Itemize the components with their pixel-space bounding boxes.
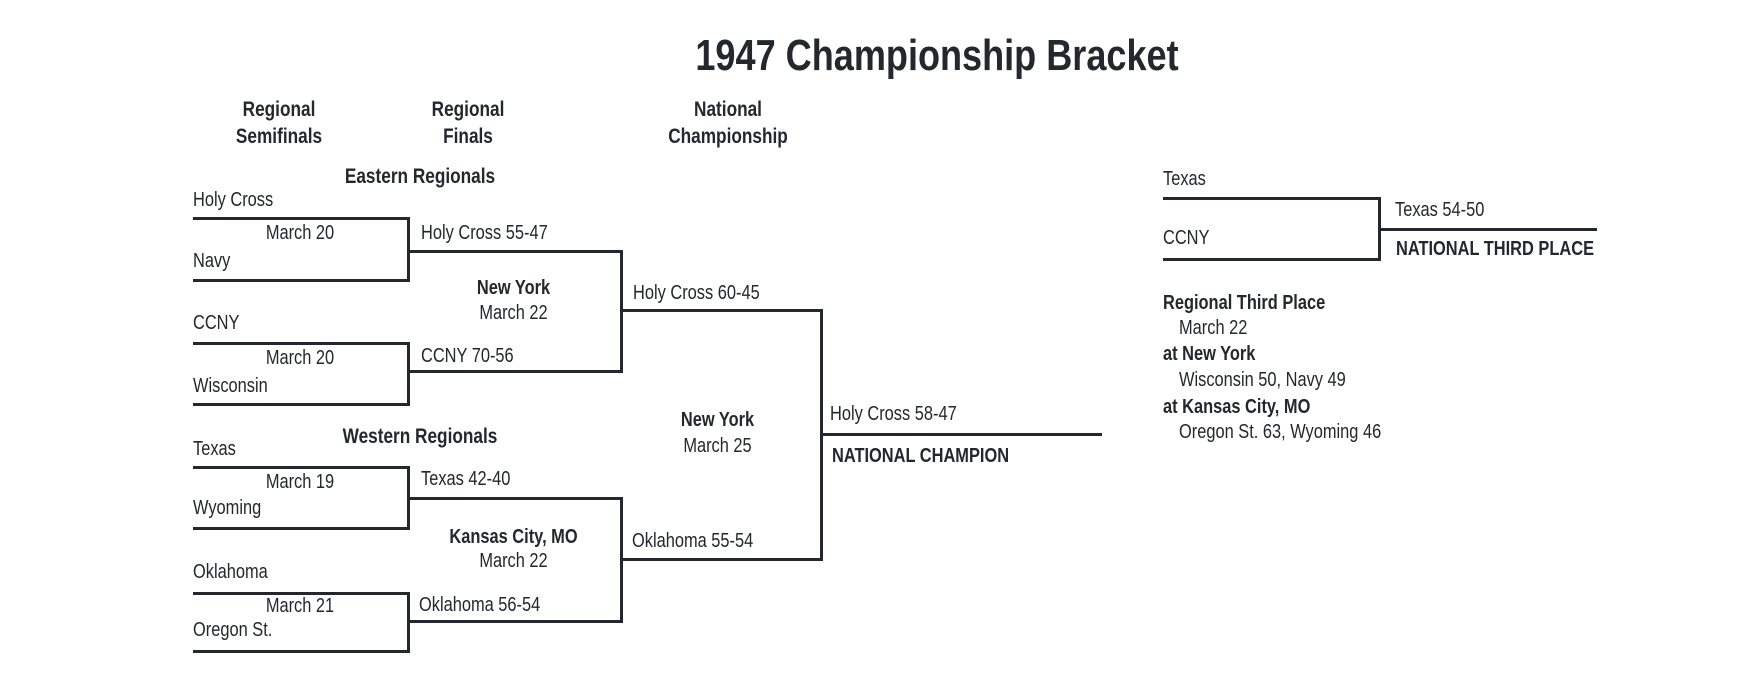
team-label-oklahoma: Oklahoma — [193, 561, 268, 583]
regional-third-place-site-kansas-city: at Kansas City, MO — [1163, 396, 1311, 418]
regional-third-place-site-new-york: at New York — [1163, 343, 1256, 365]
bracket-line — [407, 217, 410, 282]
bracket-line — [193, 466, 410, 469]
bracket-line — [1163, 197, 1381, 200]
bracket-line — [1378, 228, 1597, 231]
team-label-navy: Navy — [193, 250, 231, 272]
site-label-kansas-city: Kansas City, MO — [449, 526, 578, 548]
bracket-line — [620, 558, 823, 561]
bracket-line — [407, 497, 623, 500]
team-label-ccny-third: CCNY — [1163, 227, 1210, 249]
winner-label: Texas 42-40 — [421, 468, 511, 490]
column-header-regional-semifinals: Regional Semifinals — [197, 96, 361, 150]
column-header-national-championship: National Championship — [646, 96, 810, 150]
game-date: March 25 — [683, 435, 752, 457]
team-label-holy-cross: Holy Cross — [193, 189, 274, 211]
bracket-line — [193, 217, 410, 220]
national-champion-label: NATIONAL CHAMPION — [832, 445, 1010, 467]
bracket-line — [407, 342, 410, 406]
bracket-line — [193, 592, 410, 595]
regional-third-place-result-west: Oregon St. 63, Wyoming 46 — [1179, 421, 1382, 443]
bracket-line — [407, 620, 623, 623]
bracket-line — [407, 250, 623, 253]
regional-third-place-date: March 22 — [1179, 317, 1248, 339]
team-label-ccny: CCNY — [193, 312, 240, 334]
column-header-line: Semifinals — [235, 125, 323, 148]
column-header-line: Regional — [242, 98, 316, 121]
bracket-line — [193, 527, 410, 530]
column-header-line: Finals — [443, 125, 493, 148]
bracket-line — [820, 433, 1102, 436]
regional-third-place-header: Regional Third Place — [1163, 292, 1326, 314]
regional-third-place-result-east: Wisconsin 50, Navy 49 — [1179, 369, 1346, 391]
site-label-championship: New York — [680, 409, 755, 431]
column-header-line: National — [694, 98, 762, 121]
page-title: 1947 Championship Bracket — [695, 31, 1179, 80]
champion-score: Holy Cross 58-47 — [830, 403, 957, 425]
national-third-place-label: NATIONAL THIRD PLACE — [1396, 238, 1595, 260]
team-label-wyoming: Wyoming — [193, 497, 262, 519]
team-label-wisconsin: Wisconsin — [193, 375, 268, 397]
game-date: March 20 — [265, 222, 335, 244]
team-label-texas: Texas — [193, 438, 236, 460]
bracket-line — [407, 370, 623, 373]
winner-label: Oklahoma 56-54 — [419, 594, 541, 616]
winner-label: CCNY 70-56 — [421, 345, 514, 367]
column-header-line: Championship — [668, 125, 788, 148]
winner-label: Oklahoma 55-54 — [632, 530, 754, 552]
bracket-line — [193, 342, 410, 345]
bracket-line — [193, 650, 410, 653]
eastern-regionals-header: Eastern Regionals — [344, 165, 496, 188]
winner-label: Holy Cross 55-47 — [421, 222, 548, 244]
column-header-regional-finals: Regional Finals — [386, 96, 550, 150]
game-date: March 21 — [265, 595, 335, 617]
western-regionals-header: Western Regionals — [342, 425, 498, 448]
bracket-line — [193, 403, 410, 406]
team-label-texas-third: Texas — [1163, 168, 1206, 190]
game-date: March 22 — [479, 302, 548, 324]
game-date: March 19 — [265, 471, 335, 493]
winner-label: Holy Cross 60-45 — [633, 282, 760, 304]
column-header-line: Regional — [431, 98, 505, 121]
third-place-score: Texas 54-50 — [1395, 199, 1485, 221]
game-date: March 20 — [265, 347, 335, 369]
team-label-oregon-st: Oregon St. — [193, 619, 273, 641]
bracket-line — [193, 279, 410, 282]
site-label-new-york: New York — [476, 277, 551, 299]
bracket-line — [1163, 258, 1381, 261]
bracket-line — [620, 309, 823, 312]
game-date: March 22 — [479, 550, 548, 572]
